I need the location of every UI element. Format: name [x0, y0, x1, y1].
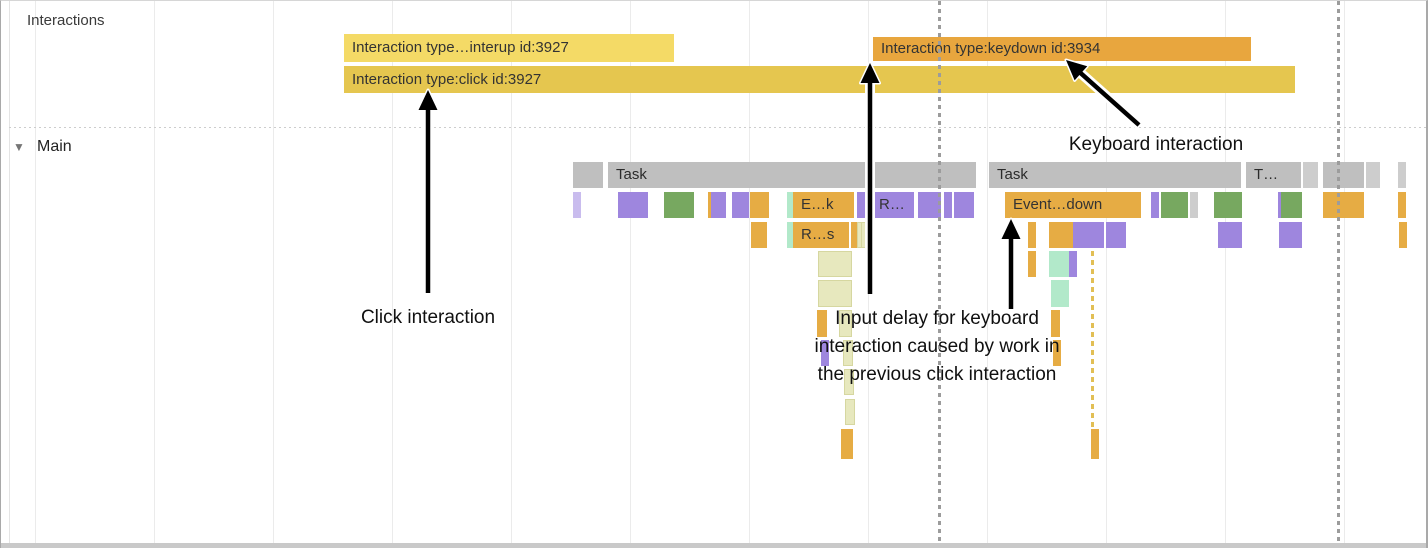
- main-track-label: Main: [37, 138, 72, 155]
- flame-bar[interactable]: [1214, 192, 1242, 218]
- annotation-input-delay: Input delay for keyboard interaction cau…: [814, 308, 1060, 385]
- flame-bar[interactable]: [818, 251, 852, 277]
- annotation-keyboard-interaction: Keyboard interaction: [1068, 134, 1244, 155]
- flame-bar[interactable]: [1028, 222, 1036, 248]
- flame-bar[interactable]: [1399, 222, 1407, 248]
- horizontal-scrollbar[interactable]: [1, 543, 1426, 548]
- flame-bar[interactable]: [711, 192, 726, 218]
- gridline: [1225, 1, 1226, 544]
- flame-bar[interactable]: [573, 162, 603, 188]
- flame-bar[interactable]: [821, 340, 829, 366]
- flame-bar[interactable]: [1051, 280, 1069, 307]
- flame-bar[interactable]: [1279, 222, 1302, 248]
- dotted-marker-line: [1337, 1, 1340, 544]
- flame-bar[interactable]: [1218, 222, 1242, 248]
- gridline: [1106, 1, 1107, 544]
- gridline: [630, 1, 631, 544]
- flame-bar-labeled[interactable]: Task: [608, 162, 865, 188]
- flame-bar[interactable]: [944, 192, 952, 218]
- gridline: [749, 1, 750, 544]
- annotation-click-interaction: Click interaction: [360, 307, 496, 328]
- flame-bar[interactable]: [843, 340, 853, 366]
- flame-bar[interactable]: [664, 192, 694, 218]
- flame-bar[interactable]: [623, 192, 648, 218]
- flame-bar-labeled[interactable]: Task: [989, 162, 1241, 188]
- flame-bar[interactable]: [787, 222, 795, 248]
- flame-bar[interactable]: [844, 369, 854, 395]
- flame-bar[interactable]: [1106, 222, 1126, 248]
- flame-bar[interactable]: [1051, 310, 1060, 337]
- flame-bar[interactable]: [861, 222, 871, 248]
- track-divider-line: [9, 127, 1426, 128]
- dotted-marker-line: [938, 1, 941, 544]
- flame-bar-labeled[interactable]: R…s: [793, 222, 849, 248]
- flame-bar[interactable]: [1303, 162, 1311, 188]
- flame-bar[interactable]: [1398, 162, 1406, 188]
- flame-bar[interactable]: [818, 280, 852, 307]
- flame-bar[interactable]: [739, 192, 749, 218]
- flame-bar[interactable]: [1161, 192, 1188, 218]
- flame-bar[interactable]: [1049, 251, 1069, 277]
- flame-bar[interactable]: [618, 192, 626, 218]
- flame-bar[interactable]: [1028, 251, 1036, 277]
- flame-bar[interactable]: [817, 310, 827, 337]
- flame-bar[interactable]: [1053, 340, 1061, 366]
- flame-bar[interactable]: [1366, 162, 1374, 188]
- flame-bar[interactable]: [787, 192, 795, 218]
- flame-bar[interactable]: [1323, 162, 1364, 188]
- flame-bar[interactable]: [1151, 192, 1159, 218]
- gridline: [273, 1, 274, 544]
- flame-bar-labeled[interactable]: R…: [871, 192, 914, 218]
- flame-bar[interactable]: [954, 192, 974, 218]
- flame-bar-labeled[interactable]: E…k: [793, 192, 854, 218]
- flame-bar[interactable]: [851, 222, 859, 248]
- flame-bar[interactable]: [918, 192, 941, 218]
- flame-bar[interactable]: [1310, 162, 1318, 188]
- flame-bar[interactable]: [841, 429, 853, 459]
- flame-bar[interactable]: [857, 192, 865, 218]
- interaction-event-bar[interactable]: Interaction type:click id:3927: [344, 66, 1295, 93]
- flame-bar[interactable]: [750, 192, 769, 218]
- flame-bar[interactable]: [1323, 192, 1364, 218]
- flame-bar[interactable]: [1049, 222, 1073, 248]
- flame-bar[interactable]: [869, 162, 976, 188]
- flame-bar[interactable]: [1372, 162, 1380, 188]
- gridline: [1344, 1, 1345, 544]
- flame-bar[interactable]: [1398, 192, 1406, 218]
- deep-stack-sliver[interactable]: [1091, 251, 1094, 429]
- gridline: [392, 1, 393, 544]
- flame-bar[interactable]: [751, 222, 767, 248]
- flame-bar[interactable]: [1091, 429, 1099, 459]
- flame-bar-labeled[interactable]: Event…down: [1005, 192, 1141, 218]
- flame-bar[interactable]: [1069, 251, 1077, 277]
- flame-bar-labeled[interactable]: T…: [1246, 162, 1301, 188]
- flame-bar[interactable]: [732, 192, 740, 218]
- flame-bar[interactable]: [845, 399, 855, 425]
- main-track-collapse-chevron-down-icon[interactable]: ▼: [13, 140, 25, 154]
- flame-bar[interactable]: [1190, 192, 1198, 218]
- gridline: [35, 1, 36, 544]
- gridline: [154, 1, 155, 544]
- flame-bar[interactable]: [1281, 192, 1302, 218]
- flame-bar[interactable]: [839, 310, 852, 337]
- flame-bar[interactable]: [573, 192, 581, 218]
- interactions-track-label: Interactions: [27, 12, 105, 29]
- track-header-divider: [9, 1, 10, 544]
- flame-bar[interactable]: [1073, 222, 1104, 248]
- gridline: [987, 1, 988, 544]
- interaction-event-bar[interactable]: Interaction type:keydown id:3934: [873, 37, 1251, 61]
- interaction-event-bar[interactable]: Interaction type…interup id:3927: [344, 34, 674, 62]
- gridline: [511, 1, 512, 544]
